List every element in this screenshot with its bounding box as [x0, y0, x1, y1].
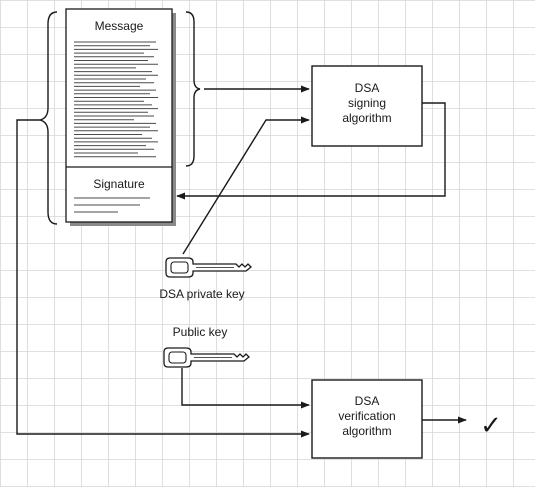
checkmark-icon: ✓	[480, 410, 502, 440]
message-text-lines	[74, 41, 158, 158]
message-label: Message	[95, 19, 144, 33]
private-key-icon	[165, 257, 252, 278]
verification-box-line-3: algorithm	[342, 424, 391, 438]
message-brace	[185, 11, 201, 167]
signing-algorithm-box: DSA signing algorithm	[311, 65, 423, 147]
arrow-signing-to-signature	[176, 102, 446, 200]
private-key-label: DSA private key	[159, 287, 244, 301]
signing-box-line-2: signing	[348, 96, 386, 110]
signature-text-lines	[74, 197, 150, 213]
signed-document: Message Signature	[65, 8, 176, 226]
signature-label: Signature	[93, 177, 145, 191]
arrow-private-key-to-signing	[182, 116, 310, 255]
verification-box-line-1: DSA	[355, 394, 380, 408]
public-key-label: Public key	[173, 325, 228, 339]
public-key-icon	[163, 347, 250, 368]
signing-box-line-1: DSA	[355, 81, 380, 95]
signing-box-line-3: algorithm	[342, 111, 391, 125]
arrow-public-key-to-verification	[181, 368, 310, 409]
verification-algorithm-box: DSA verification algorithm	[311, 379, 423, 459]
arrow-document-to-verification	[16, 119, 310, 438]
verification-box-line-2: verification	[338, 409, 395, 423]
